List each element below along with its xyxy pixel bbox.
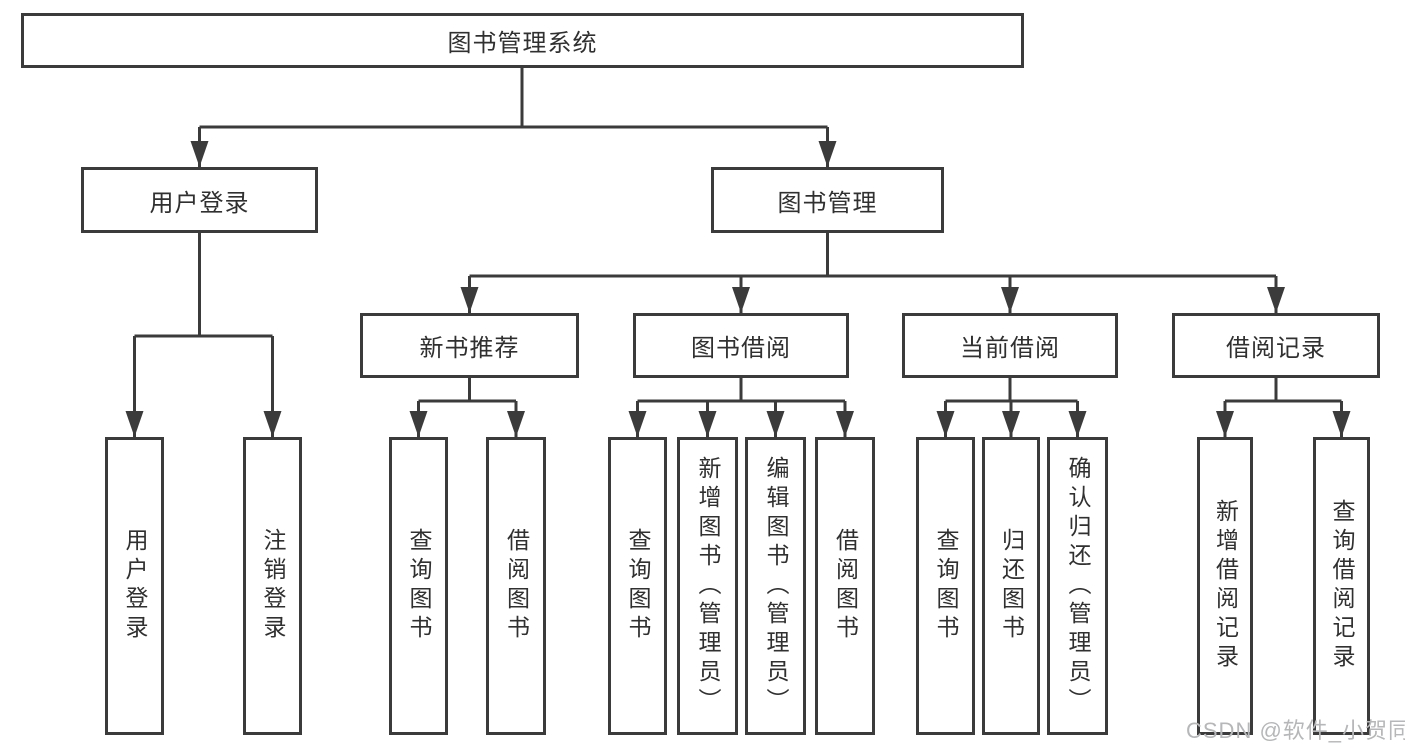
leaf-label: 确认归还（管理员） bbox=[1065, 455, 1091, 717]
leaf-label: 查询图书 bbox=[933, 528, 959, 644]
node-borrow-records: 借阅记录 bbox=[1172, 313, 1380, 378]
leaf-label: 查询借阅记录 bbox=[1329, 499, 1355, 673]
node-label: 图书借阅 bbox=[691, 335, 791, 362]
leaf-label: 注销登录 bbox=[260, 528, 286, 644]
leaf-cb-query-books: 查询图书 bbox=[916, 437, 975, 735]
leaf-bb-edit-books-admin: 编辑图书（管理员） bbox=[745, 437, 806, 735]
leaf-nbr-query-books: 查询图书 bbox=[389, 437, 448, 735]
leaf-label: 用户登录 bbox=[122, 528, 148, 644]
leaf-label: 借阅图书 bbox=[503, 528, 530, 644]
leaf-br-query-record: 查询借阅记录 bbox=[1313, 437, 1370, 735]
leaf-cb-confirm-return-admin: 确认归还（管理员） bbox=[1047, 437, 1108, 735]
node-current-borrow: 当前借阅 bbox=[902, 313, 1118, 378]
leaf-cb-return-books: 归还图书 bbox=[982, 437, 1040, 735]
node-label: 图书管理 bbox=[777, 189, 878, 217]
node-label: 新书推荐 bbox=[419, 335, 520, 362]
leaf-nbr-borrow-books: 借阅图书 bbox=[486, 437, 546, 735]
leaf-label: 借阅图书 bbox=[832, 528, 859, 644]
node-label: 当前借阅 bbox=[960, 335, 1060, 362]
leaf-bb-query-books: 查询图书 bbox=[608, 437, 667, 735]
leaf-label: 查询图书 bbox=[625, 528, 651, 644]
node-label: 图书管理系统 bbox=[447, 30, 598, 57]
node-label: 借阅记录 bbox=[1226, 335, 1326, 362]
node-new-book-recommend: 新书推荐 bbox=[360, 313, 579, 378]
leaf-label: 归还图书 bbox=[998, 528, 1025, 644]
leaf-user-login: 用户登录 bbox=[105, 437, 164, 735]
leaf-bb-borrow-books: 借阅图书 bbox=[815, 437, 875, 735]
leaf-label: 查询图书 bbox=[406, 528, 432, 644]
node-library-management-system: 图书管理系统 bbox=[21, 13, 1024, 68]
node-user-login: 用户登录 bbox=[81, 167, 318, 233]
csdn-watermark: CSDN @软件_小贺同学 bbox=[1186, 718, 1405, 743]
node-book-management: 图书管理 bbox=[711, 167, 944, 233]
leaf-label: 编辑图书（管理员） bbox=[763, 455, 789, 717]
leaf-logout: 注销登录 bbox=[243, 437, 302, 735]
leaf-label: 新增图书（管理员） bbox=[695, 455, 721, 717]
leaf-label: 新增借阅记录 bbox=[1212, 499, 1239, 673]
leaf-br-add-record: 新增借阅记录 bbox=[1197, 437, 1253, 735]
leaf-bb-add-books-admin: 新增图书（管理员） bbox=[677, 437, 738, 735]
node-book-borrow: 图书借阅 bbox=[633, 313, 849, 378]
node-label: 用户登录 bbox=[149, 189, 250, 217]
